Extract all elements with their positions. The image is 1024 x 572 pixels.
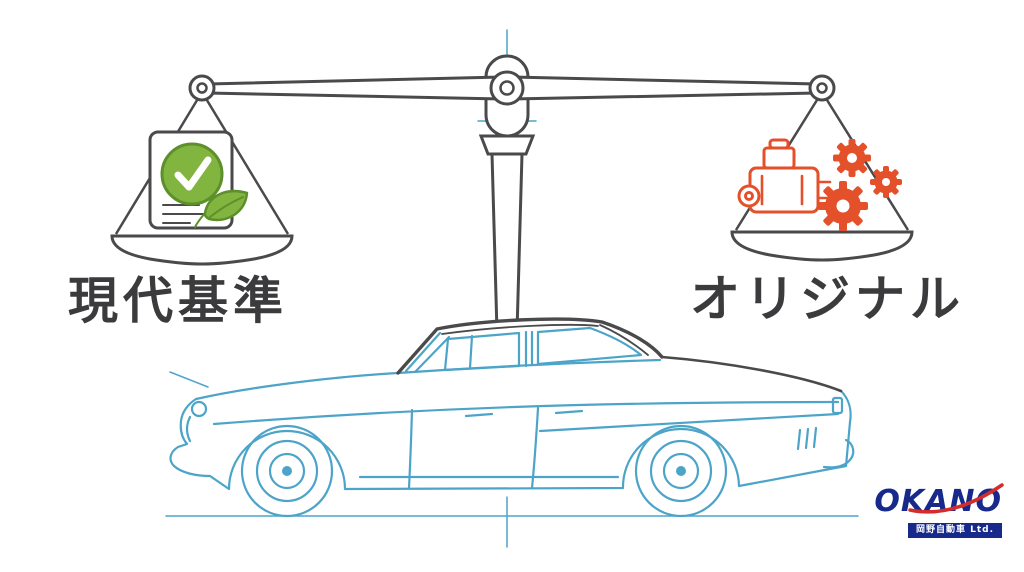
engine-icon (737, 138, 832, 214)
okano-logo: OKANO 岡野自動車 Ltd. (874, 483, 1004, 538)
drip-rail (441, 323, 599, 335)
left-pan (110, 234, 294, 266)
fender-gills (796, 426, 818, 451)
windshield (404, 331, 451, 373)
gear-icon (833, 139, 871, 177)
gear-icon (870, 166, 902, 198)
headlight (190, 400, 208, 418)
check-circle-icon (160, 142, 224, 206)
antenna (169, 371, 209, 388)
quarter-window (536, 326, 643, 366)
right-pan (730, 230, 914, 262)
leaf-icon (194, 189, 249, 228)
car-door-lines (407, 406, 584, 490)
classic-car-illustration (165, 317, 859, 548)
taillight (831, 396, 844, 415)
gear-icon (818, 181, 868, 231)
logo-company: 岡野自動車 Ltd. (907, 523, 1002, 538)
logo-text: OKANO (874, 484, 1002, 520)
right-label: オリジナル (690, 270, 965, 328)
left-label: 現代基準 (68, 272, 288, 330)
car-side-trim (212, 400, 840, 479)
pillar-divider (524, 330, 534, 368)
rear-bumper (822, 438, 855, 469)
car-roof-outline (396, 317, 664, 375)
car-body-outline (169, 371, 852, 491)
front-side-window (443, 331, 521, 372)
scale-beam (188, 70, 836, 106)
